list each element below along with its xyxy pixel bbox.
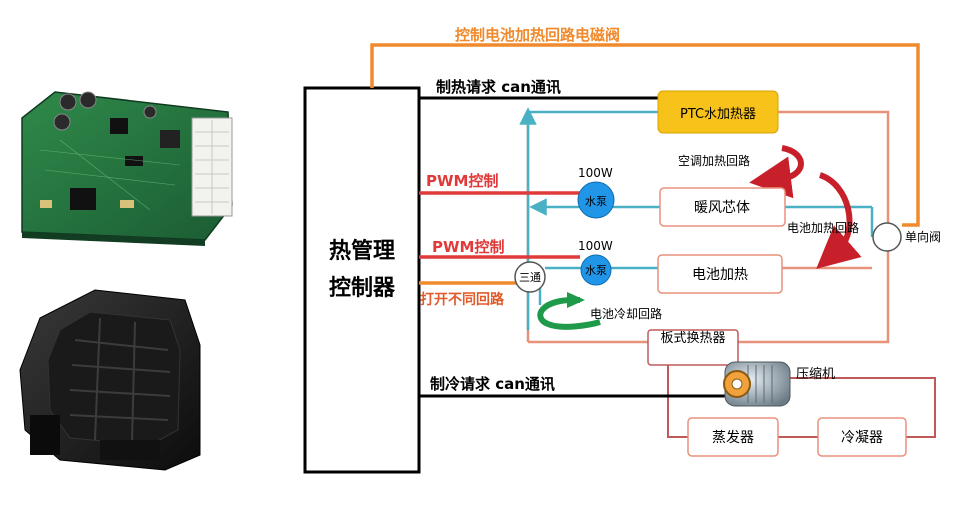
battery-heating-label: 电池加热回路 [787, 220, 859, 235]
cool-request-label: 制冷请求 can通讯 [430, 375, 555, 393]
battery-heater: 电池加热 [657, 254, 783, 294]
pcb-board-image [21, 91, 233, 246]
check-valve: 单向阀 [872, 222, 941, 252]
solenoid-control-line: 控制电池加热回路电磁阀 [370, 26, 920, 227]
cool-request-line: 制冷请求 can通讯 [419, 375, 732, 398]
three-way-label: 三通 [519, 271, 541, 284]
ptc-heater: PTC水加热器 [657, 90, 779, 134]
evaporator-label: 蒸发器 [712, 430, 754, 446]
plate-heat-exchanger: 板式换热器 [647, 329, 739, 366]
pump-1-label: 水泵 [585, 195, 607, 208]
compressor: 压缩机 [723, 361, 835, 407]
condenser-label: 冷凝器 [841, 430, 883, 446]
heat-request-line: 制热请求 can通讯 [419, 78, 658, 100]
battery-heating-loop: 电池加热回路 [787, 172, 862, 269]
open-loop-line: 打开不同回路 [419, 281, 520, 308]
battery-cooling-loop: 电池冷却回路 [537, 292, 662, 330]
heater-core: 暖风芯体 [659, 187, 786, 227]
ptc-label: PTC水加热器 [680, 107, 756, 122]
pump-2-power: 100W [578, 239, 613, 253]
controller-title-line2: 控制器 [329, 275, 396, 301]
open-loop-label: 打开不同回路 [420, 291, 505, 308]
condenser: 冷凝器 [817, 417, 907, 457]
compressor-label: 压缩机 [796, 366, 835, 382]
three-way-valve: 三通 [514, 261, 546, 293]
thermal-controller-box: 热管理 控制器 [303, 86, 421, 474]
water-pump-1: 100W 水泵 [577, 166, 615, 219]
pwm-control-1: PWM控制 [419, 172, 583, 195]
battery-cooling-label: 电池冷却回路 [590, 306, 662, 321]
pump-2-label: 水泵 [585, 264, 607, 277]
check-valve-label: 单向阀 [905, 229, 941, 244]
solenoid-label: 控制电池加热回路电磁阀 [455, 26, 620, 44]
pwm-control-2: PWM控制 [419, 238, 580, 259]
controller-case-image [19, 289, 201, 471]
ac-heating-label: 空调加热回路 [678, 153, 750, 168]
heat-request-label: 制热请求 can通讯 [436, 78, 561, 96]
controller-title-line1: 热管理 [329, 238, 395, 264]
battery-heat-label: 电池加热 [692, 267, 748, 283]
heater-core-label: 暖风芯体 [694, 200, 750, 216]
evaporator: 蒸发器 [687, 417, 779, 457]
plate-hx-label: 板式换热器 [660, 331, 726, 346]
pwm-2-label: PWM控制 [432, 238, 504, 256]
pwm-1-label: PWM控制 [426, 172, 498, 190]
pump-1-power: 100W [578, 166, 613, 180]
water-pump-2: 100W 水泵 [578, 239, 613, 286]
ac-heating-loop: 空调加热回路 [678, 145, 804, 199]
